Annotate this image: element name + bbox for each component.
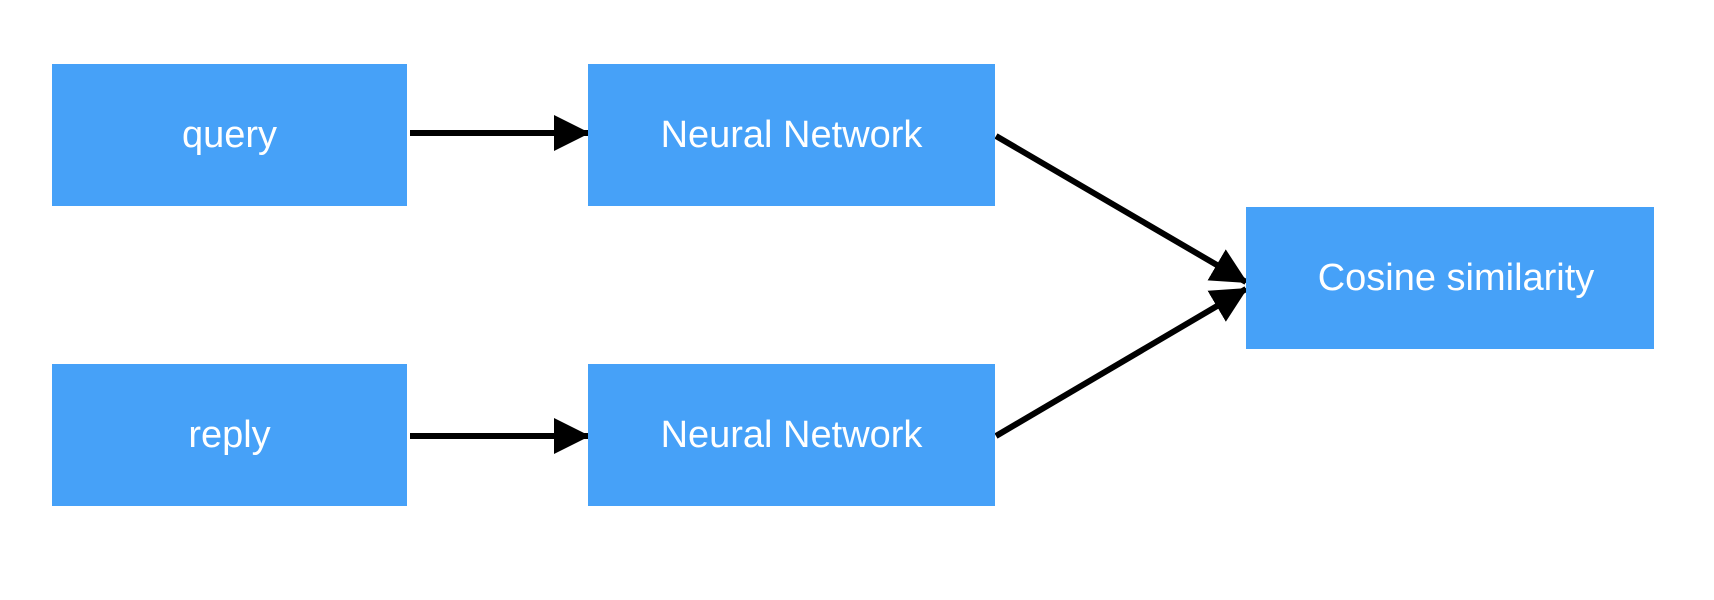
node-cosine-similarity-label: Cosine similarity	[1317, 257, 1595, 299]
node-neural-network-bottom: Neural Network	[588, 364, 995, 506]
node-reply-label: reply	[188, 414, 271, 456]
node-neural-network-top: Neural Network	[588, 64, 995, 206]
node-query: query	[52, 64, 407, 206]
node-cosine-similarity: Cosine similarity	[1246, 207, 1654, 349]
edge-nn-bottom-to-cosine	[994, 286, 1248, 439]
node-neural-network-bottom-label: Neural Network	[660, 414, 923, 456]
node-reply: reply	[52, 364, 407, 506]
node-neural-network-top-label: Neural Network	[660, 114, 923, 156]
edge-nn-top-to-cosine	[994, 133, 1248, 285]
node-query-label: query	[181, 114, 278, 156]
